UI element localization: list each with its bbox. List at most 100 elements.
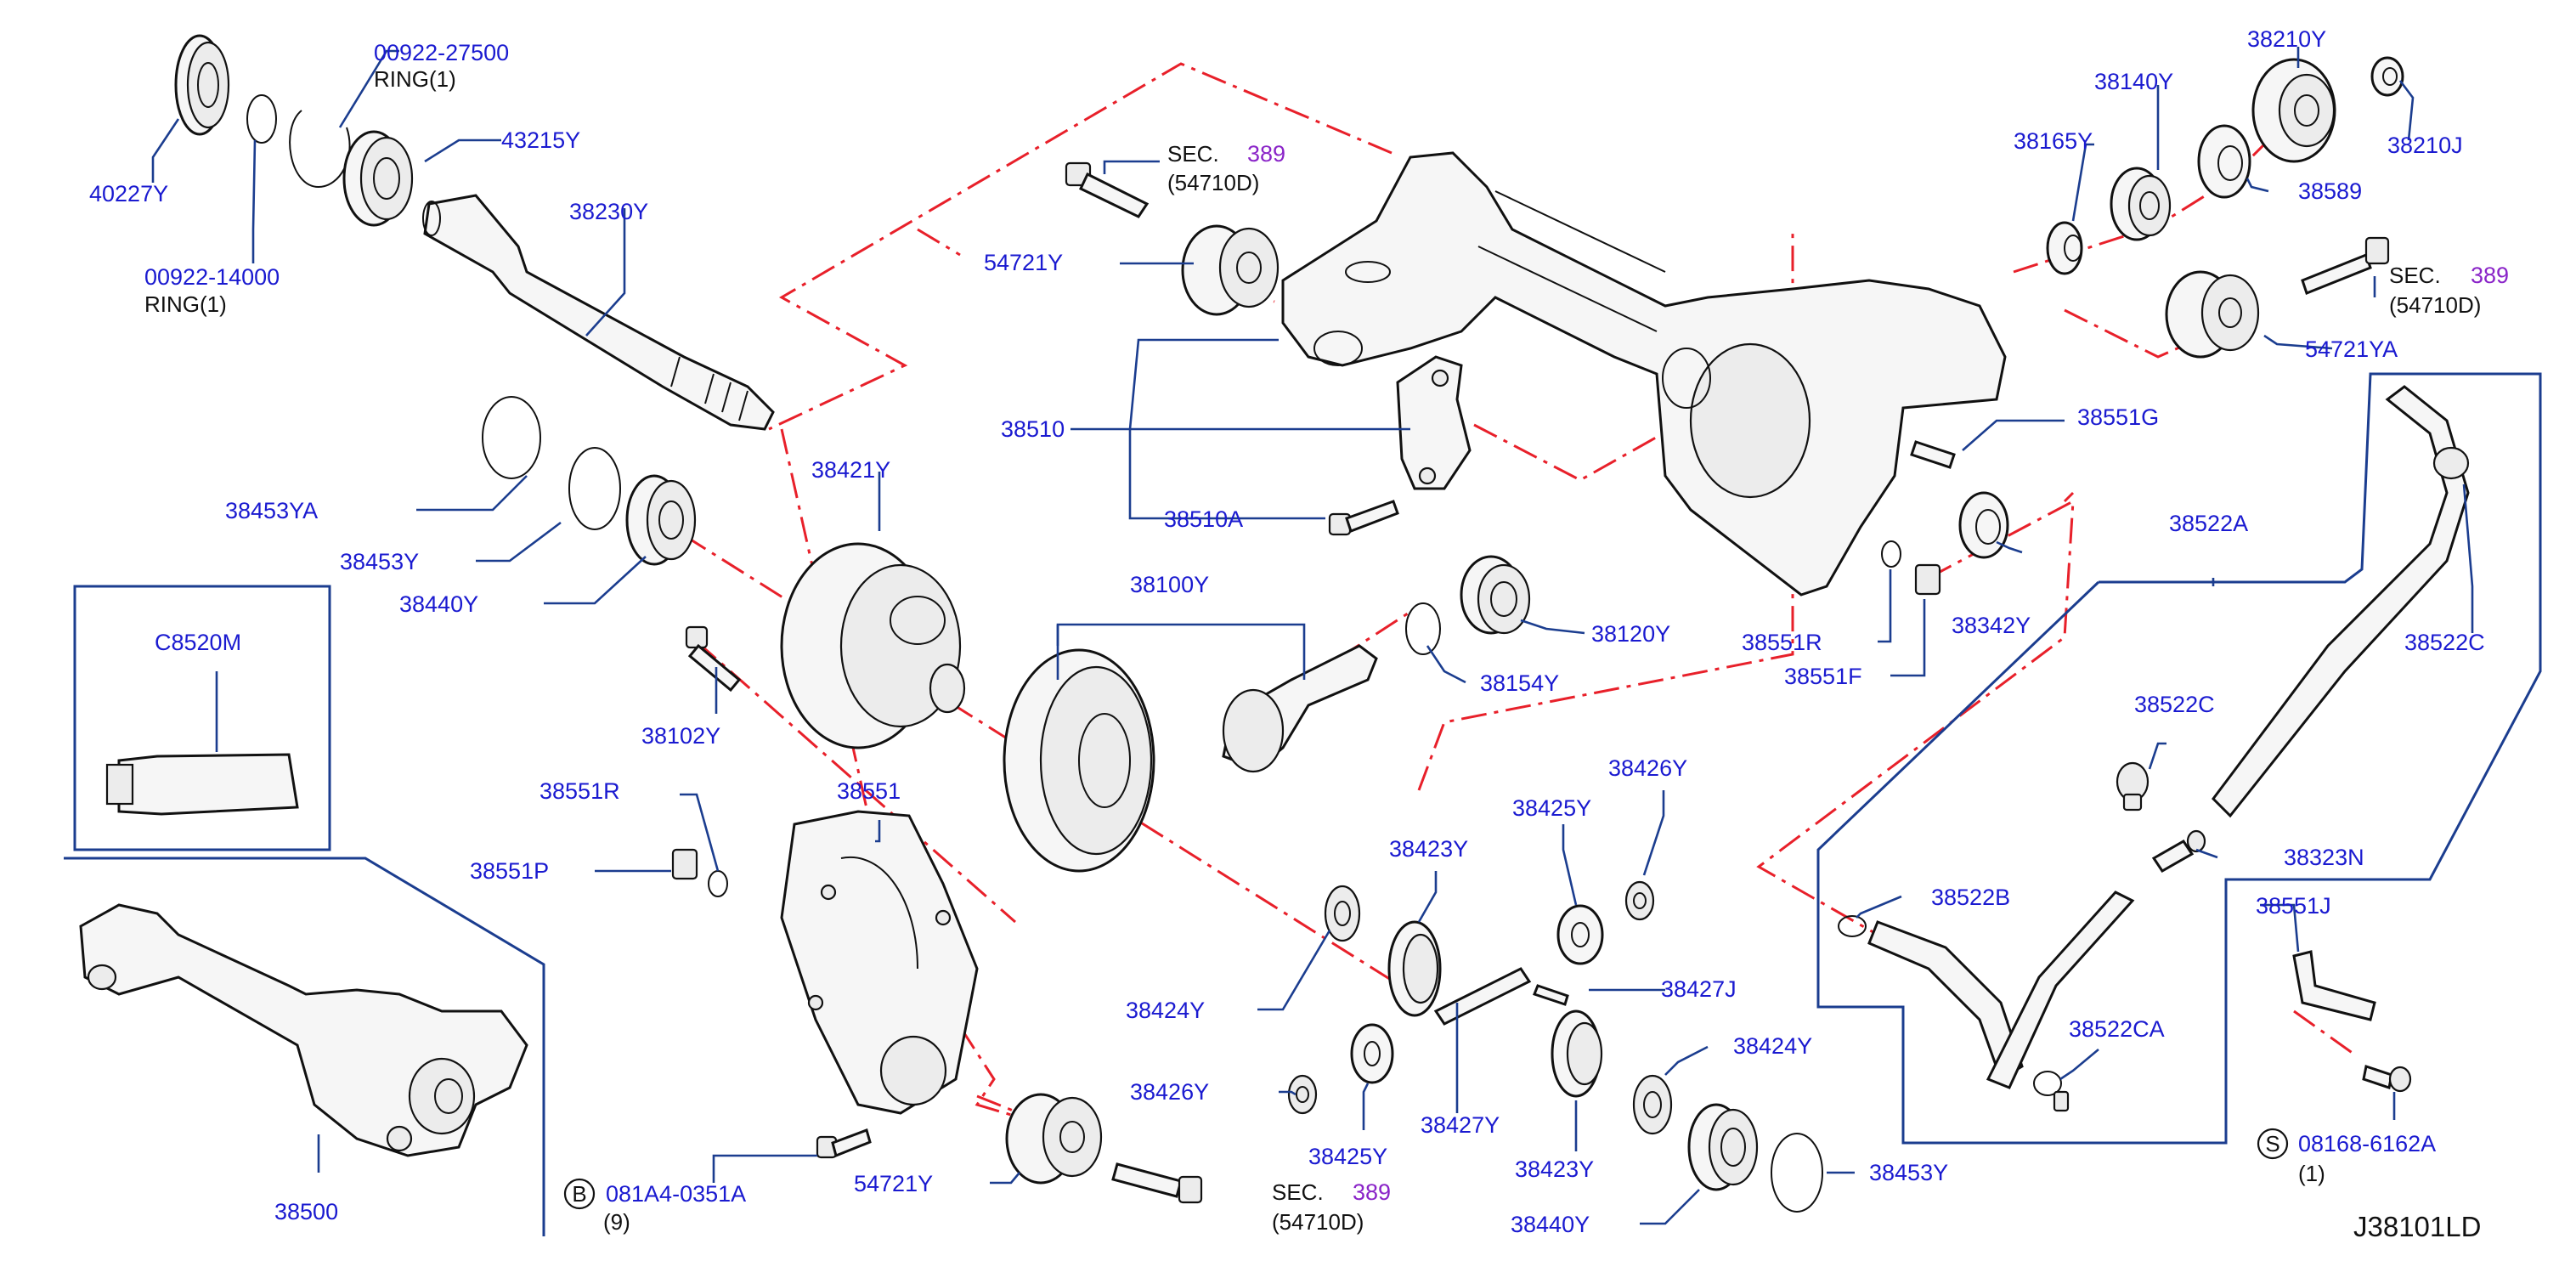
bolt-081A4-0351A — [816, 1128, 872, 1159]
label-38102Y: 38102Y — [641, 723, 720, 749]
bolt-sec-389-right — [2301, 236, 2390, 295]
bolt-sec-389-top — [1065, 161, 1150, 218]
carrier-housing-38510 — [1281, 151, 2007, 597]
gasket-38551R-left — [708, 870, 728, 897]
nut-38210J — [2370, 56, 2404, 97]
label-38230Y: 38230Y — [569, 199, 648, 224]
label-sec-right: SEC. — [2389, 263, 2441, 288]
label-sec-bottom: SEC. — [1272, 1179, 1324, 1205]
label-qty-9: (9) — [603, 1209, 630, 1235]
oil-seal-40227Y — [174, 34, 230, 136]
label-38165Y: 38165Y — [2014, 128, 2093, 154]
label-38425Y-top: 38425Y — [1512, 795, 1591, 821]
label-43215Y: 43215Y — [501, 127, 580, 153]
bushing-54721Y-bottom — [1005, 1093, 1103, 1185]
bearing-38140Y — [2110, 167, 2172, 241]
label-38453Y-right: 38453Y — [1869, 1160, 1948, 1185]
pinion-mate-38425Y-top — [1556, 904, 1604, 965]
clamp-38522B — [1838, 915, 1867, 937]
bearing-38440Y-left — [625, 474, 697, 566]
gasket-38551R-right — [1881, 540, 1901, 568]
label-sec-right-ref: (54710D) — [2389, 292, 2481, 318]
badge-s: S — [2257, 1128, 2289, 1160]
oil-seal-38342Y — [1958, 491, 2009, 559]
label-ring-lower: RING(1) — [144, 291, 227, 317]
ring-gear-38100Y — [1003, 648, 1155, 873]
bolt-08168-6162A — [2362, 1065, 2412, 1093]
label-38551P: 38551P — [470, 858, 549, 884]
label-38551R-right: 38551R — [1742, 630, 1822, 655]
label-38424Y-center: 38424Y — [1126, 998, 1205, 1023]
part-labels: 40227Y 00922-27500 RING(1) 43215Y 38230Y… — [89, 26, 2509, 1242]
side-gear-38423Y-center — [1387, 920, 1442, 1017]
clip-38522CA — [2033, 1071, 2070, 1112]
snap-ring-00922-27500 — [289, 110, 351, 189]
label-38551R-left: 38551R — [539, 778, 620, 804]
label-38427Y: 38427Y — [1421, 1112, 1500, 1138]
o-ring-38453Y-right — [1771, 1133, 1823, 1213]
label-38589: 38589 — [2298, 178, 2362, 204]
label-38423Y-bottom: 38423Y — [1515, 1156, 1594, 1182]
snap-ring-00922-14000 — [246, 94, 277, 144]
plug-38551F — [1914, 563, 1941, 596]
label-38425Y-bottom: 38425Y — [1308, 1144, 1387, 1169]
group-frames — [64, 372, 2542, 1236]
label-38342Y: 38342Y — [1952, 613, 2031, 638]
label-38440Y-right: 38440Y — [1511, 1212, 1590, 1237]
label-38551: 38551 — [837, 778, 901, 804]
label-38154Y: 38154Y — [1480, 670, 1559, 696]
badge-b-letter: B — [572, 1181, 586, 1207]
bolt-sec-389-bottom — [1111, 1162, 1203, 1204]
label-qty-1: (1) — [2298, 1161, 2325, 1186]
spacer-38165Y — [2046, 221, 2083, 275]
label-38210Y: 38210Y — [2247, 26, 2326, 52]
leader-lines — [151, 47, 2474, 1225]
o-ring-38453YA — [482, 396, 541, 479]
label-38453Y-left: 38453Y — [340, 549, 419, 574]
bracket-38551J — [2292, 950, 2376, 1021]
sealant-box — [73, 585, 331, 851]
label-00922-27500: 00922-27500 — [374, 40, 509, 65]
label-sec-top-number: 389 — [1247, 141, 1285, 167]
stud-38551G — [1910, 440, 1956, 469]
differential-case-38421Y — [780, 542, 966, 749]
washer-38426Y-top — [1624, 880, 1655, 921]
rear-cover-38551 — [780, 810, 979, 1115]
o-ring-38453Y-left — [568, 447, 621, 530]
label-38510: 38510 — [1001, 416, 1065, 442]
bolt-38510A — [1328, 500, 1399, 536]
clip-38522C-hose — [2432, 446, 2470, 480]
side-gear-38423Y-bottom — [1551, 1009, 1603, 1098]
label-38522C-right: 38522C — [2404, 630, 2485, 655]
label-38120Y: 38120Y — [1591, 621, 1670, 647]
label-38427J: 38427J — [1661, 976, 1737, 1002]
label-38522CA: 38522CA — [2069, 1016, 2165, 1042]
label-C8520M: C8520M — [155, 630, 241, 655]
washer-38426Y-bottom — [1287, 1074, 1318, 1115]
label-38551J: 38551J — [2256, 893, 2331, 919]
label-38100Y: 38100Y — [1130, 572, 1209, 597]
shim-38154Y — [1405, 602, 1441, 655]
oil-seal-38589 — [2197, 124, 2251, 199]
bearing-38440Y-right — [1687, 1103, 1759, 1191]
label-sec-right-number: 389 — [2471, 263, 2509, 288]
breather-hose-38522B — [1867, 891, 2135, 1089]
bushing-54721YA — [2165, 270, 2260, 359]
label-54721YA: 54721YA — [2305, 336, 2398, 362]
label-38551F: 38551F — [1784, 664, 1862, 689]
label-081A4-0351A: 081A4-0351A — [606, 1181, 746, 1207]
breather-hose-38522A — [2212, 385, 2470, 818]
label-38140Y: 38140Y — [2094, 69, 2173, 94]
label-38426Y-top: 38426Y — [1608, 755, 1687, 781]
thrust-washer-38424Y-right — [1632, 1074, 1673, 1135]
badge-s-letter: S — [2265, 1131, 2279, 1156]
label-38522C-mid: 38522C — [2134, 692, 2215, 717]
label-38510A: 38510A — [1164, 506, 1243, 532]
label-sec-bottom-ref: (54710D) — [1272, 1209, 1364, 1235]
clip-38522C-mid — [2116, 761, 2149, 811]
axle-shaft-38230Y — [422, 194, 775, 431]
label-38421Y: 38421Y — [811, 457, 890, 483]
label-40227Y: 40227Y — [89, 181, 168, 206]
label-08168-6162A: 08168-6162A — [2298, 1131, 2436, 1156]
